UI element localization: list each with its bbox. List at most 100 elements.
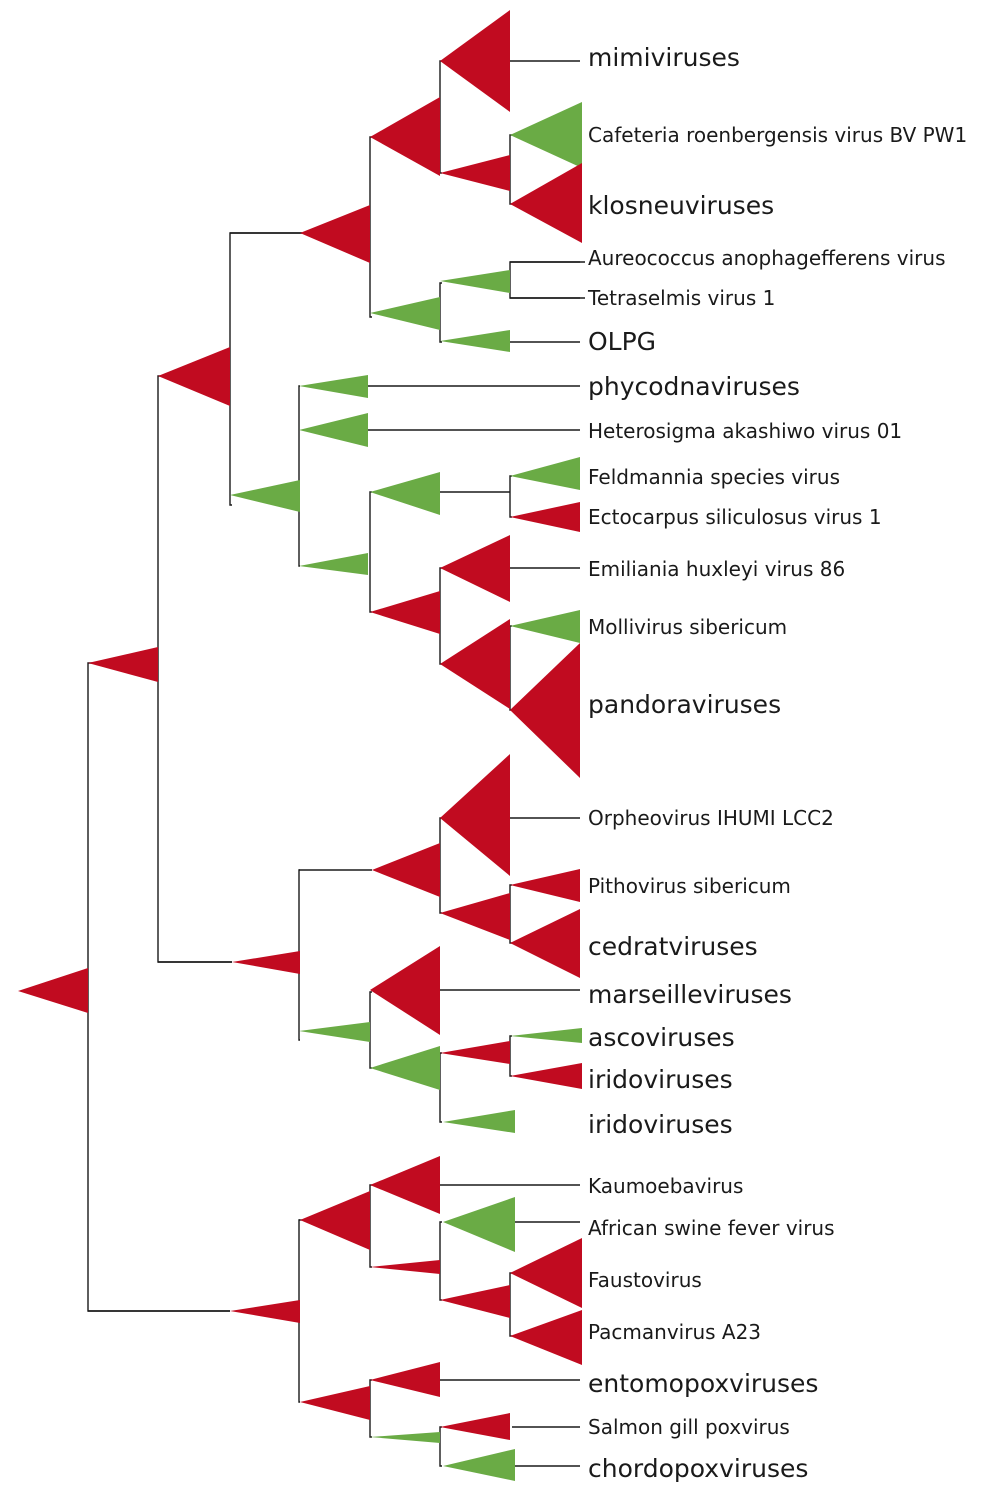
leaf-label-mimiviruses: mimiviruses bbox=[588, 43, 740, 72]
wedge-klosneu-group bbox=[440, 155, 510, 191]
wedge-pandora-group bbox=[440, 619, 510, 709]
wedge-phyco-group bbox=[230, 480, 300, 512]
leaf-label-aureococcus: Aureococcus anophagefferens virus bbox=[588, 246, 946, 270]
wedge-ehv-group bbox=[370, 591, 440, 634]
branch-fausto bbox=[509, 1272, 512, 1337]
leaf-label-tetraselmis: Tetraselmis virus 1 bbox=[587, 286, 775, 310]
leaf-label-marseilleviruses: marseilleviruses bbox=[588, 980, 792, 1009]
branch-mimi-phyco bbox=[229, 232, 302, 506]
wedge-entomopox bbox=[370, 1362, 440, 1397]
wedge-pox-group bbox=[300, 1386, 370, 1420]
leaf-label-pithovirus: Pithovirus sibericum bbox=[588, 874, 791, 898]
branch-salmon bbox=[439, 1426, 442, 1467]
leaf-label-iridoviruses-b: iridoviruses bbox=[588, 1110, 733, 1139]
wedge-salmon-gill bbox=[440, 1413, 510, 1440]
leaf-label-salmon-gill: Salmon gill poxvirus bbox=[588, 1415, 790, 1439]
branch-ehv-pandora bbox=[439, 567, 442, 665]
branch-klosneu bbox=[509, 134, 512, 205]
branch-phyco-group bbox=[298, 385, 300, 567]
wedge-iridoviruses-a bbox=[510, 1063, 582, 1089]
wedge-upper bbox=[88, 647, 158, 682]
wedge-kaumoeba-group bbox=[370, 1156, 440, 1214]
branch-root bbox=[87, 662, 230, 1312]
wedge-feldmannia bbox=[510, 457, 580, 490]
branch-asco bbox=[509, 1035, 512, 1077]
wedge-olpg-group bbox=[370, 297, 440, 330]
branch-marseille-group bbox=[369, 991, 372, 1069]
wedge-aureo-group bbox=[440, 270, 510, 293]
wedge-emiliania bbox=[440, 535, 510, 602]
wedge-marseille-super bbox=[299, 1022, 370, 1042]
wedge-mimiviruses bbox=[440, 10, 510, 112]
wedge-asfv-super bbox=[370, 1260, 440, 1274]
branch-pox bbox=[369, 1379, 372, 1438]
leaf-label-orpheovirus: Orpheovirus IHUMI LCC2 bbox=[588, 806, 834, 830]
wedge-feld-super bbox=[299, 553, 368, 575]
leaf-label-pandoraviruses: pandoraviruses bbox=[588, 690, 781, 719]
tree-branches bbox=[87, 60, 585, 1467]
wedge-fausto-group bbox=[440, 1285, 510, 1318]
branch-pitho bbox=[509, 884, 512, 944]
wedge-chordopox bbox=[443, 1449, 515, 1481]
leaf-label-kaumoebavirus: Kaumoebavirus bbox=[588, 1174, 743, 1198]
leaf-label-phycodnaviruses: phycodnaviruses bbox=[588, 372, 800, 401]
wedge-orpheovirus bbox=[440, 754, 510, 876]
wedge-mimi-olpg bbox=[300, 205, 370, 263]
wedge-marseilleviruses bbox=[370, 946, 440, 1035]
leaf-label-faustovirus: Faustovirus bbox=[588, 1268, 702, 1292]
wedge-pacmanvirus bbox=[510, 1310, 582, 1365]
branch-kaumoeba bbox=[369, 1184, 372, 1268]
branch-feld bbox=[509, 475, 512, 518]
wedge-ectocarpus bbox=[510, 502, 580, 532]
branch-mimi-olpg bbox=[369, 136, 372, 318]
leaf-label-cafeteria: Cafeteria roenbergensis virus BV PW1 bbox=[588, 123, 967, 147]
wedge-pitho-group bbox=[440, 893, 510, 940]
branch-olpg bbox=[439, 282, 442, 343]
leaf-label-entomopoxviruses: entomopoxviruses bbox=[588, 1369, 818, 1398]
branch-mimi bbox=[439, 60, 442, 174]
branch-upper bbox=[157, 375, 232, 963]
wedge-faustovirus bbox=[510, 1238, 582, 1308]
wedge-heterosigma bbox=[299, 413, 368, 447]
leaf-label-asfv: African swine fever virus bbox=[588, 1216, 835, 1240]
leaf-label-feldmannia: Feldmannia species virus bbox=[588, 465, 840, 489]
leaf-label-chordopoxviruses: chordopoxviruses bbox=[588, 1454, 808, 1483]
wedge-pitho-irido bbox=[232, 951, 300, 974]
wedge-asco-super bbox=[370, 1046, 440, 1090]
leaf-label-heterosigma: Heterosigma akashiwo virus 01 bbox=[588, 419, 902, 443]
clade-wedges bbox=[18, 10, 582, 1481]
leaf-label-iridoviruses-a: iridoviruses bbox=[588, 1065, 733, 1094]
branch-asfv-group bbox=[439, 1221, 442, 1301]
branch-aureo bbox=[509, 261, 585, 299]
wedge-orpheo-group bbox=[372, 843, 440, 897]
leaf-label-mollivirus: Mollivirus sibericum bbox=[588, 615, 787, 639]
wedge-asco-group bbox=[440, 1041, 510, 1064]
leaf-label-ectocarpus: Ectocarpus siliculosus virus 1 bbox=[588, 505, 882, 529]
leaf-label-emiliania: Emiliania huxleyi virus 86 bbox=[588, 557, 845, 581]
branch-orpheo-group bbox=[439, 817, 442, 914]
wedge-feld-group bbox=[370, 472, 440, 515]
wedge-olpg bbox=[440, 330, 510, 352]
branch-feld-group bbox=[369, 491, 372, 613]
wedge-root bbox=[18, 968, 88, 1013]
leaf-labels: mimiviruses Cafeteria roenbergensis viru… bbox=[587, 43, 967, 1483]
wedge-ascoviruses bbox=[510, 1028, 582, 1043]
leaf-label-ascoviruses: ascoviruses bbox=[588, 1023, 735, 1052]
wedge-asfv bbox=[443, 1197, 515, 1252]
wedge-mimi-phyco bbox=[158, 347, 230, 406]
leaf-label-olpg: OLPG bbox=[588, 327, 656, 356]
wedge-pithovirus bbox=[510, 869, 580, 902]
wedge-salmon-super bbox=[370, 1432, 440, 1443]
wedge-cedratviruses bbox=[510, 909, 580, 978]
wedge-phycodnaviruses bbox=[299, 375, 368, 398]
wedge-klosneuviruses bbox=[510, 163, 582, 243]
wedge-mollivirus bbox=[510, 610, 580, 643]
leaf-label-klosneuviruses: klosneuviruses bbox=[588, 191, 774, 220]
wedge-pandoraviruses bbox=[510, 643, 580, 778]
branch-asco-irido bbox=[439, 1052, 442, 1123]
leaf-label-pacmanvirus: Pacmanvirus A23 bbox=[588, 1320, 761, 1344]
wedge-cafeteria bbox=[510, 102, 582, 168]
wedge-mimi-group bbox=[370, 97, 440, 176]
wedge-asfar-pox bbox=[230, 1300, 300, 1323]
